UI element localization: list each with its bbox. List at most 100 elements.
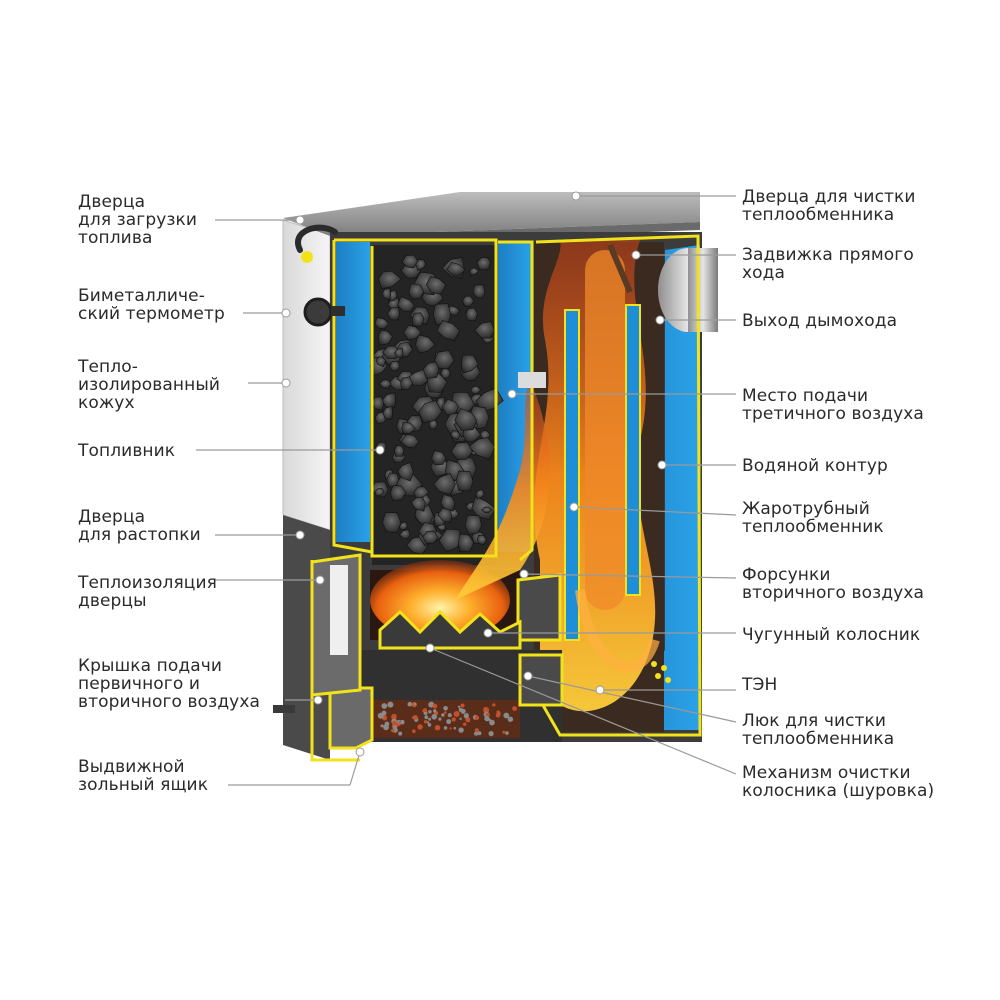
label-ignition-door: Дверца для растопки xyxy=(78,507,201,545)
coal-lump xyxy=(481,506,493,514)
coal-lump xyxy=(474,321,495,339)
coal-lump xyxy=(433,473,456,496)
coal-lump xyxy=(389,360,401,372)
ash-particle xyxy=(443,706,448,711)
coal-lump xyxy=(428,418,438,430)
coal-lump xyxy=(398,521,408,531)
ash-particle xyxy=(451,717,456,722)
leader-dot xyxy=(571,191,581,201)
coal-lump xyxy=(397,462,414,482)
coal-lump xyxy=(397,296,415,313)
coal-lump xyxy=(469,267,480,276)
ash-particle xyxy=(463,713,469,719)
cut-outline xyxy=(310,234,702,762)
coal-lump xyxy=(382,405,393,420)
coal-lump xyxy=(425,276,447,295)
label-flue-outlet: Выход дымохода xyxy=(742,311,898,331)
ash-particle xyxy=(459,717,462,720)
coal-lump xyxy=(390,485,407,502)
ash-particle xyxy=(483,707,487,710)
ash-particle xyxy=(380,724,384,728)
cast-iron-grate xyxy=(378,609,522,650)
label-heating-element: ТЭН xyxy=(742,675,778,695)
coal-lump xyxy=(476,256,491,271)
leader-dot xyxy=(375,445,385,455)
coal-lump xyxy=(394,445,405,457)
label-ash-drawer: Выдвижной зольный ящик xyxy=(78,757,209,795)
ash-particle xyxy=(427,723,432,727)
loading-door-handle xyxy=(295,224,338,263)
coal-lump xyxy=(434,350,455,370)
coal-lump xyxy=(381,287,392,301)
ash-particle xyxy=(417,724,423,730)
ash-particle xyxy=(502,730,506,734)
ash-particle xyxy=(474,728,479,733)
label-fire-tube-exchanger: Жаротрубный теплообменник xyxy=(742,499,884,537)
ash-particle xyxy=(447,713,452,718)
coal-pile xyxy=(369,254,504,556)
coal-lump xyxy=(401,421,416,435)
ash-particle xyxy=(424,715,429,720)
leader-line xyxy=(349,751,361,786)
coal-lump xyxy=(458,533,475,553)
leader-dot xyxy=(507,389,517,399)
coal-lump xyxy=(398,529,411,540)
leader-dot xyxy=(315,575,325,585)
coal-lump xyxy=(470,385,482,395)
coal-lump xyxy=(374,487,385,497)
ash-particle xyxy=(460,703,465,708)
leader-line xyxy=(429,647,737,775)
ash-particle xyxy=(431,714,438,720)
coal-lump xyxy=(441,398,460,416)
water-jacket-right xyxy=(600,245,700,730)
ash-particle xyxy=(458,707,463,712)
coal-lump xyxy=(418,400,443,424)
leader-dot xyxy=(425,643,435,653)
tertiary-air-inlet xyxy=(518,372,546,388)
coal-lump xyxy=(462,295,475,307)
label-water-circuit: Водяной контур xyxy=(742,456,888,476)
coal-lump xyxy=(415,334,436,354)
label-secondary-air-nozzles: Форсунки вторичного воздуха xyxy=(742,565,925,603)
leader-line xyxy=(573,506,737,516)
ignition-door xyxy=(310,553,362,697)
water-jacket-left xyxy=(336,242,370,542)
ash-particle xyxy=(495,712,501,718)
ash-particle xyxy=(381,703,388,709)
ash-particle xyxy=(391,713,397,720)
flue-outlet xyxy=(658,248,718,332)
coal-lump xyxy=(378,379,392,389)
coal-lump xyxy=(377,329,393,346)
direct-flow-damper xyxy=(607,243,633,294)
heating-element xyxy=(651,661,671,683)
ash-particle xyxy=(512,706,517,711)
ash-particle xyxy=(426,721,430,724)
ash-particle xyxy=(432,703,438,709)
ash-particle xyxy=(423,708,427,713)
coal-lump xyxy=(408,283,425,300)
ash-particle xyxy=(453,726,457,730)
label-grate-cleaning-mechanism: Механизм очистки колосника (шуровка) xyxy=(742,763,935,801)
ash-particle xyxy=(413,715,418,720)
coal-lump xyxy=(422,361,440,379)
label-direct-flow-damper: Задвижка прямого хода xyxy=(742,245,914,283)
ash-particle xyxy=(413,702,417,706)
coal-lump xyxy=(386,472,399,488)
coal-lump xyxy=(476,534,488,545)
ash-particle xyxy=(488,731,494,737)
ash-particle xyxy=(436,726,440,729)
ash-particle xyxy=(484,715,490,722)
leader-dot xyxy=(281,378,291,388)
label-air-cover: Крышка подачи первичного и вторичного во… xyxy=(78,656,261,712)
coal-lump xyxy=(450,441,473,460)
ash-particle xyxy=(387,701,394,708)
leader-line xyxy=(527,675,737,723)
ash-particle xyxy=(423,720,428,724)
label-fuel-chamber: Топливник xyxy=(78,441,176,461)
coal-lump xyxy=(454,408,478,431)
ash-particle xyxy=(377,712,384,719)
leader-dot xyxy=(569,502,579,512)
ash-particle xyxy=(444,711,447,714)
